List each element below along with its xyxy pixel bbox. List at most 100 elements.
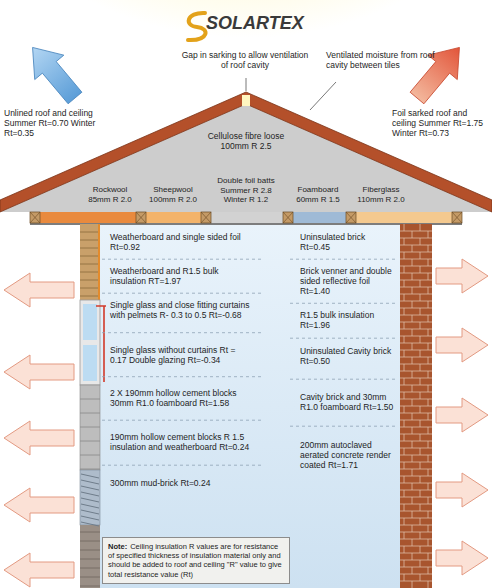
brick-mortar	[400, 371, 432, 372]
window-glass	[83, 345, 97, 381]
window-rating: Single glass and close fitting curtains …	[110, 300, 250, 320]
brick-mortar	[420, 476, 421, 483]
section-divider	[290, 259, 398, 260]
brick-mortar	[412, 497, 413, 504]
insulation-label: Rockwool 85mm R 2.0	[82, 185, 138, 204]
brick-mortar	[404, 476, 405, 483]
brick-mortar	[428, 385, 429, 392]
roof-cavity	[0, 104, 492, 212]
brick-mortar	[412, 259, 413, 266]
note-box: Note:Ceiling insulation R values are for…	[102, 537, 290, 585]
leader-line	[310, 82, 336, 110]
brick-mortar	[428, 231, 429, 238]
brick-mortar	[420, 490, 421, 497]
weatherboard-line	[80, 280, 98, 281]
brick-mortar	[428, 329, 429, 336]
brick-mortar	[420, 406, 421, 413]
brick-mortar	[404, 252, 405, 259]
brick-mortar	[428, 343, 429, 350]
brick-mortar	[420, 266, 421, 273]
louvre-slat	[81, 516, 99, 520]
ceiling-joist	[283, 212, 293, 223]
heat-loss-arrow	[402, 35, 474, 110]
brick-mortar	[404, 518, 405, 525]
brick-mortar	[412, 567, 413, 574]
heat-loss-arrow	[436, 328, 488, 362]
foil-layer	[98, 224, 100, 300]
brick-mortar	[412, 525, 413, 532]
brick-mortar	[412, 469, 413, 476]
louvre-slat	[81, 480, 99, 484]
brick-mortar	[400, 427, 432, 428]
brick-mortar	[420, 322, 421, 329]
brick-mortar	[404, 266, 405, 273]
ceiling-joist	[346, 212, 356, 223]
ceiling-joist	[452, 212, 462, 223]
brick-mortar	[400, 490, 432, 491]
block-joint	[80, 441, 100, 442]
weatherboard-line	[80, 256, 98, 257]
louvre-slat	[81, 492, 99, 496]
brick-mortar	[428, 245, 429, 252]
ceiling-joist	[30, 212, 40, 223]
heat-loss-arrow	[18, 35, 90, 110]
brick-mortar	[412, 329, 413, 336]
weatherboard-wall	[80, 224, 98, 300]
section-divider	[102, 332, 262, 333]
brick-mortar	[412, 357, 413, 364]
mud-brick-joint	[80, 550, 100, 551]
brick-mortar	[400, 560, 432, 561]
brick-mortar	[400, 504, 432, 505]
louvre-slat	[81, 486, 99, 490]
brick-mortar	[404, 308, 405, 315]
insulation-label: Fiberglass 110mm R 2.0	[352, 185, 410, 204]
brick-mortar	[404, 574, 405, 581]
brick-mortar	[400, 350, 432, 351]
brick-mortar	[420, 224, 421, 231]
brick-mortar	[400, 511, 432, 512]
brick-mortar	[428, 413, 429, 420]
roof-tiles	[0, 92, 492, 212]
ceiling-joist	[346, 212, 356, 223]
brick-mortar	[400, 266, 432, 267]
cement-block-wall	[80, 385, 100, 470]
insulation-label: Cellulose fibre loose 100mm R 2.5	[196, 131, 296, 151]
mud-brick-joint	[80, 559, 100, 560]
brick-mortar	[400, 476, 432, 477]
wall-rating: Cavity brick and 30mm R1.0 foamboard Rt=…	[300, 392, 396, 412]
brick-mortar	[400, 406, 432, 407]
brick-mortar	[428, 469, 429, 476]
brick-wall	[400, 224, 432, 588]
ceiling-joist	[346, 212, 356, 223]
brick-mortar	[400, 287, 432, 288]
mud-brick-joint	[80, 532, 100, 533]
section-divider	[290, 303, 398, 304]
block-joint	[80, 413, 100, 414]
weatherboard-line	[80, 272, 98, 273]
brick-mortar	[400, 532, 432, 533]
section-divider	[102, 420, 262, 421]
brick-mortar	[400, 322, 432, 323]
brick-mortar	[412, 287, 413, 294]
sarking-gap	[242, 95, 250, 106]
brick-mortar	[412, 427, 413, 434]
brick-mortar	[400, 497, 432, 498]
foamboard-insulation	[287, 212, 350, 224]
brick-mortar	[400, 399, 432, 400]
brick-mortar	[420, 336, 421, 343]
curtain-rod	[96, 306, 106, 382]
insulation-label: Foamboard 60mm R 1.5	[290, 185, 346, 204]
wall-rating: 2 X 190mm hollow cement blocks 30mm R1.0…	[110, 388, 250, 408]
brick-mortar	[404, 336, 405, 343]
brick-mortar	[412, 315, 413, 322]
brick-mortar	[404, 224, 405, 231]
ceiling-joist	[283, 212, 293, 223]
brick-mortar	[428, 483, 429, 490]
brick-mortar	[400, 301, 432, 302]
brick-mortar	[412, 553, 413, 560]
wall-rating: 200mm autoclaved aerated concrete render…	[300, 440, 396, 471]
brick-mortar	[400, 518, 432, 519]
brick-mortar	[420, 518, 421, 525]
brick-mortar	[400, 336, 432, 337]
brick-mortar	[428, 497, 429, 504]
